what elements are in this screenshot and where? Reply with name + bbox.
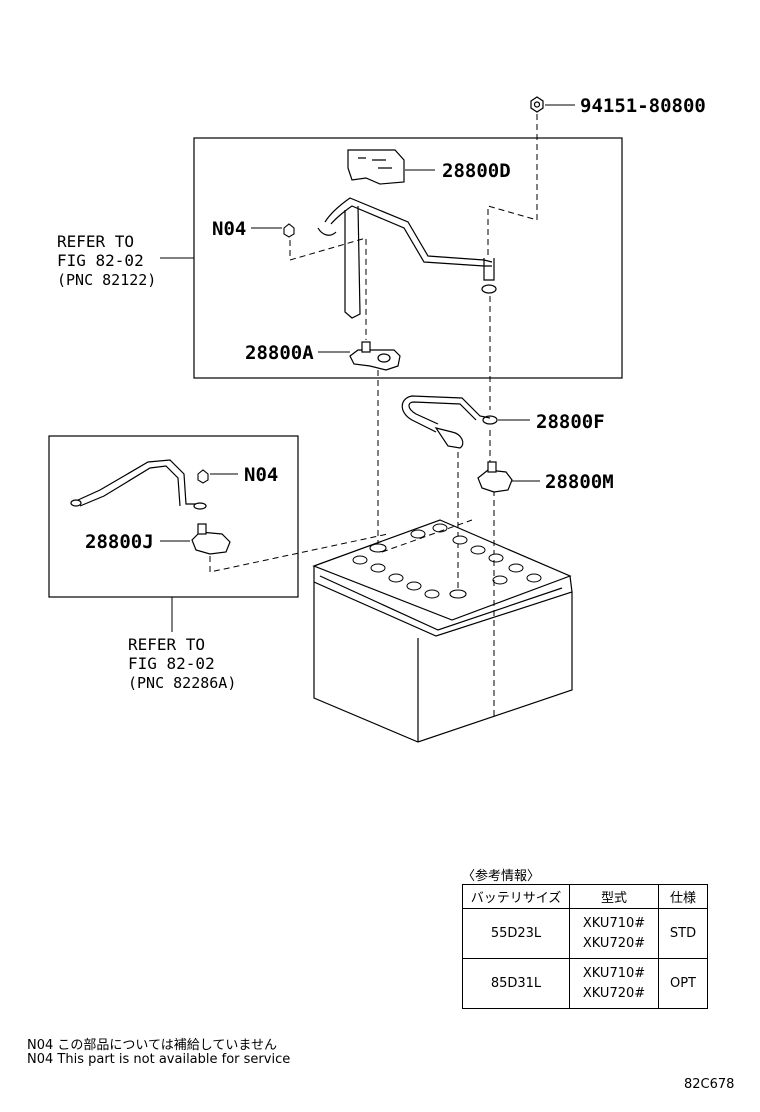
- callout-n04-upper: N04: [212, 218, 246, 240]
- upper-cable-icon: [317, 197, 497, 319]
- refer-lower-line1: REFER TO: [128, 635, 205, 654]
- model-line: XKU710#: [582, 965, 646, 981]
- lower-group-frame: [48, 435, 299, 598]
- note-english: N04 This part is not available for servi…: [27, 1052, 291, 1067]
- table-header-row: バッテリサイズ 型式 仕様: [462, 884, 708, 909]
- reference-table-title: 〈参考情報〉: [462, 869, 541, 884]
- refer-upper-line1: REFER TO: [57, 232, 134, 251]
- callout-clamp-a: 28800A: [245, 342, 314, 364]
- refer-lower-line2: FIG 82-02: [128, 654, 215, 673]
- table-row: 85D31L XKU710# XKU720# OPT: [462, 958, 708, 1009]
- battery-cell-cap-icon: [352, 523, 542, 599]
- terminal-clamp-icon: [191, 523, 231, 555]
- battery-icon: [312, 519, 573, 743]
- model-line: XKU720#: [582, 935, 646, 951]
- refer-lower-line3: (PNC 82286A): [128, 674, 236, 692]
- header-model: 型式: [569, 884, 659, 909]
- nut-icon: [530, 96, 544, 113]
- callout-clamp-m: 28800M: [545, 471, 614, 493]
- note-japanese: N04 この部品については補給していません: [27, 1038, 277, 1053]
- small-nut-icon: [283, 223, 295, 238]
- terminal-clamp-icon: [477, 461, 513, 493]
- callout-nut-top: 94151-80800: [580, 95, 706, 117]
- callout-cover: 28800D: [442, 160, 511, 182]
- cell-spec: STD: [658, 908, 708, 959]
- cell-spec: OPT: [658, 958, 708, 1009]
- lower-cable-icon: [70, 459, 207, 510]
- refer-upper-line3: (PNC 82122): [57, 271, 156, 289]
- reference-table: バッテリサイズ 型式 仕様 55D23L XKU710# XKU720# STD…: [462, 884, 708, 1009]
- cell-size: 55D23L: [462, 908, 570, 959]
- callout-n04-lower: N04: [244, 464, 278, 486]
- callout-cable-f: 28800F: [536, 411, 605, 433]
- terminal-clamp-icon: [349, 341, 401, 371]
- battery-cable-icon: [401, 395, 498, 449]
- callout-clamp-j: 28800J: [85, 531, 154, 553]
- model-line: XKU710#: [582, 915, 646, 931]
- cell-model: XKU710# XKU720#: [569, 958, 659, 1009]
- small-nut-icon: [197, 469, 209, 484]
- header-battery-size: バッテリサイズ: [462, 884, 570, 909]
- cell-model: XKU710# XKU720#: [569, 908, 659, 959]
- battery-terminal-icon: [369, 543, 467, 599]
- table-row: 55D23L XKU710# XKU720# STD: [462, 908, 708, 959]
- figure-id: 82C678: [684, 1077, 735, 1092]
- terminal-cover-icon: [347, 149, 405, 185]
- model-line: XKU720#: [582, 985, 646, 1001]
- refer-upper-line2: FIG 82-02: [57, 251, 144, 270]
- cell-size: 85D31L: [462, 958, 570, 1009]
- header-spec: 仕様: [658, 884, 708, 909]
